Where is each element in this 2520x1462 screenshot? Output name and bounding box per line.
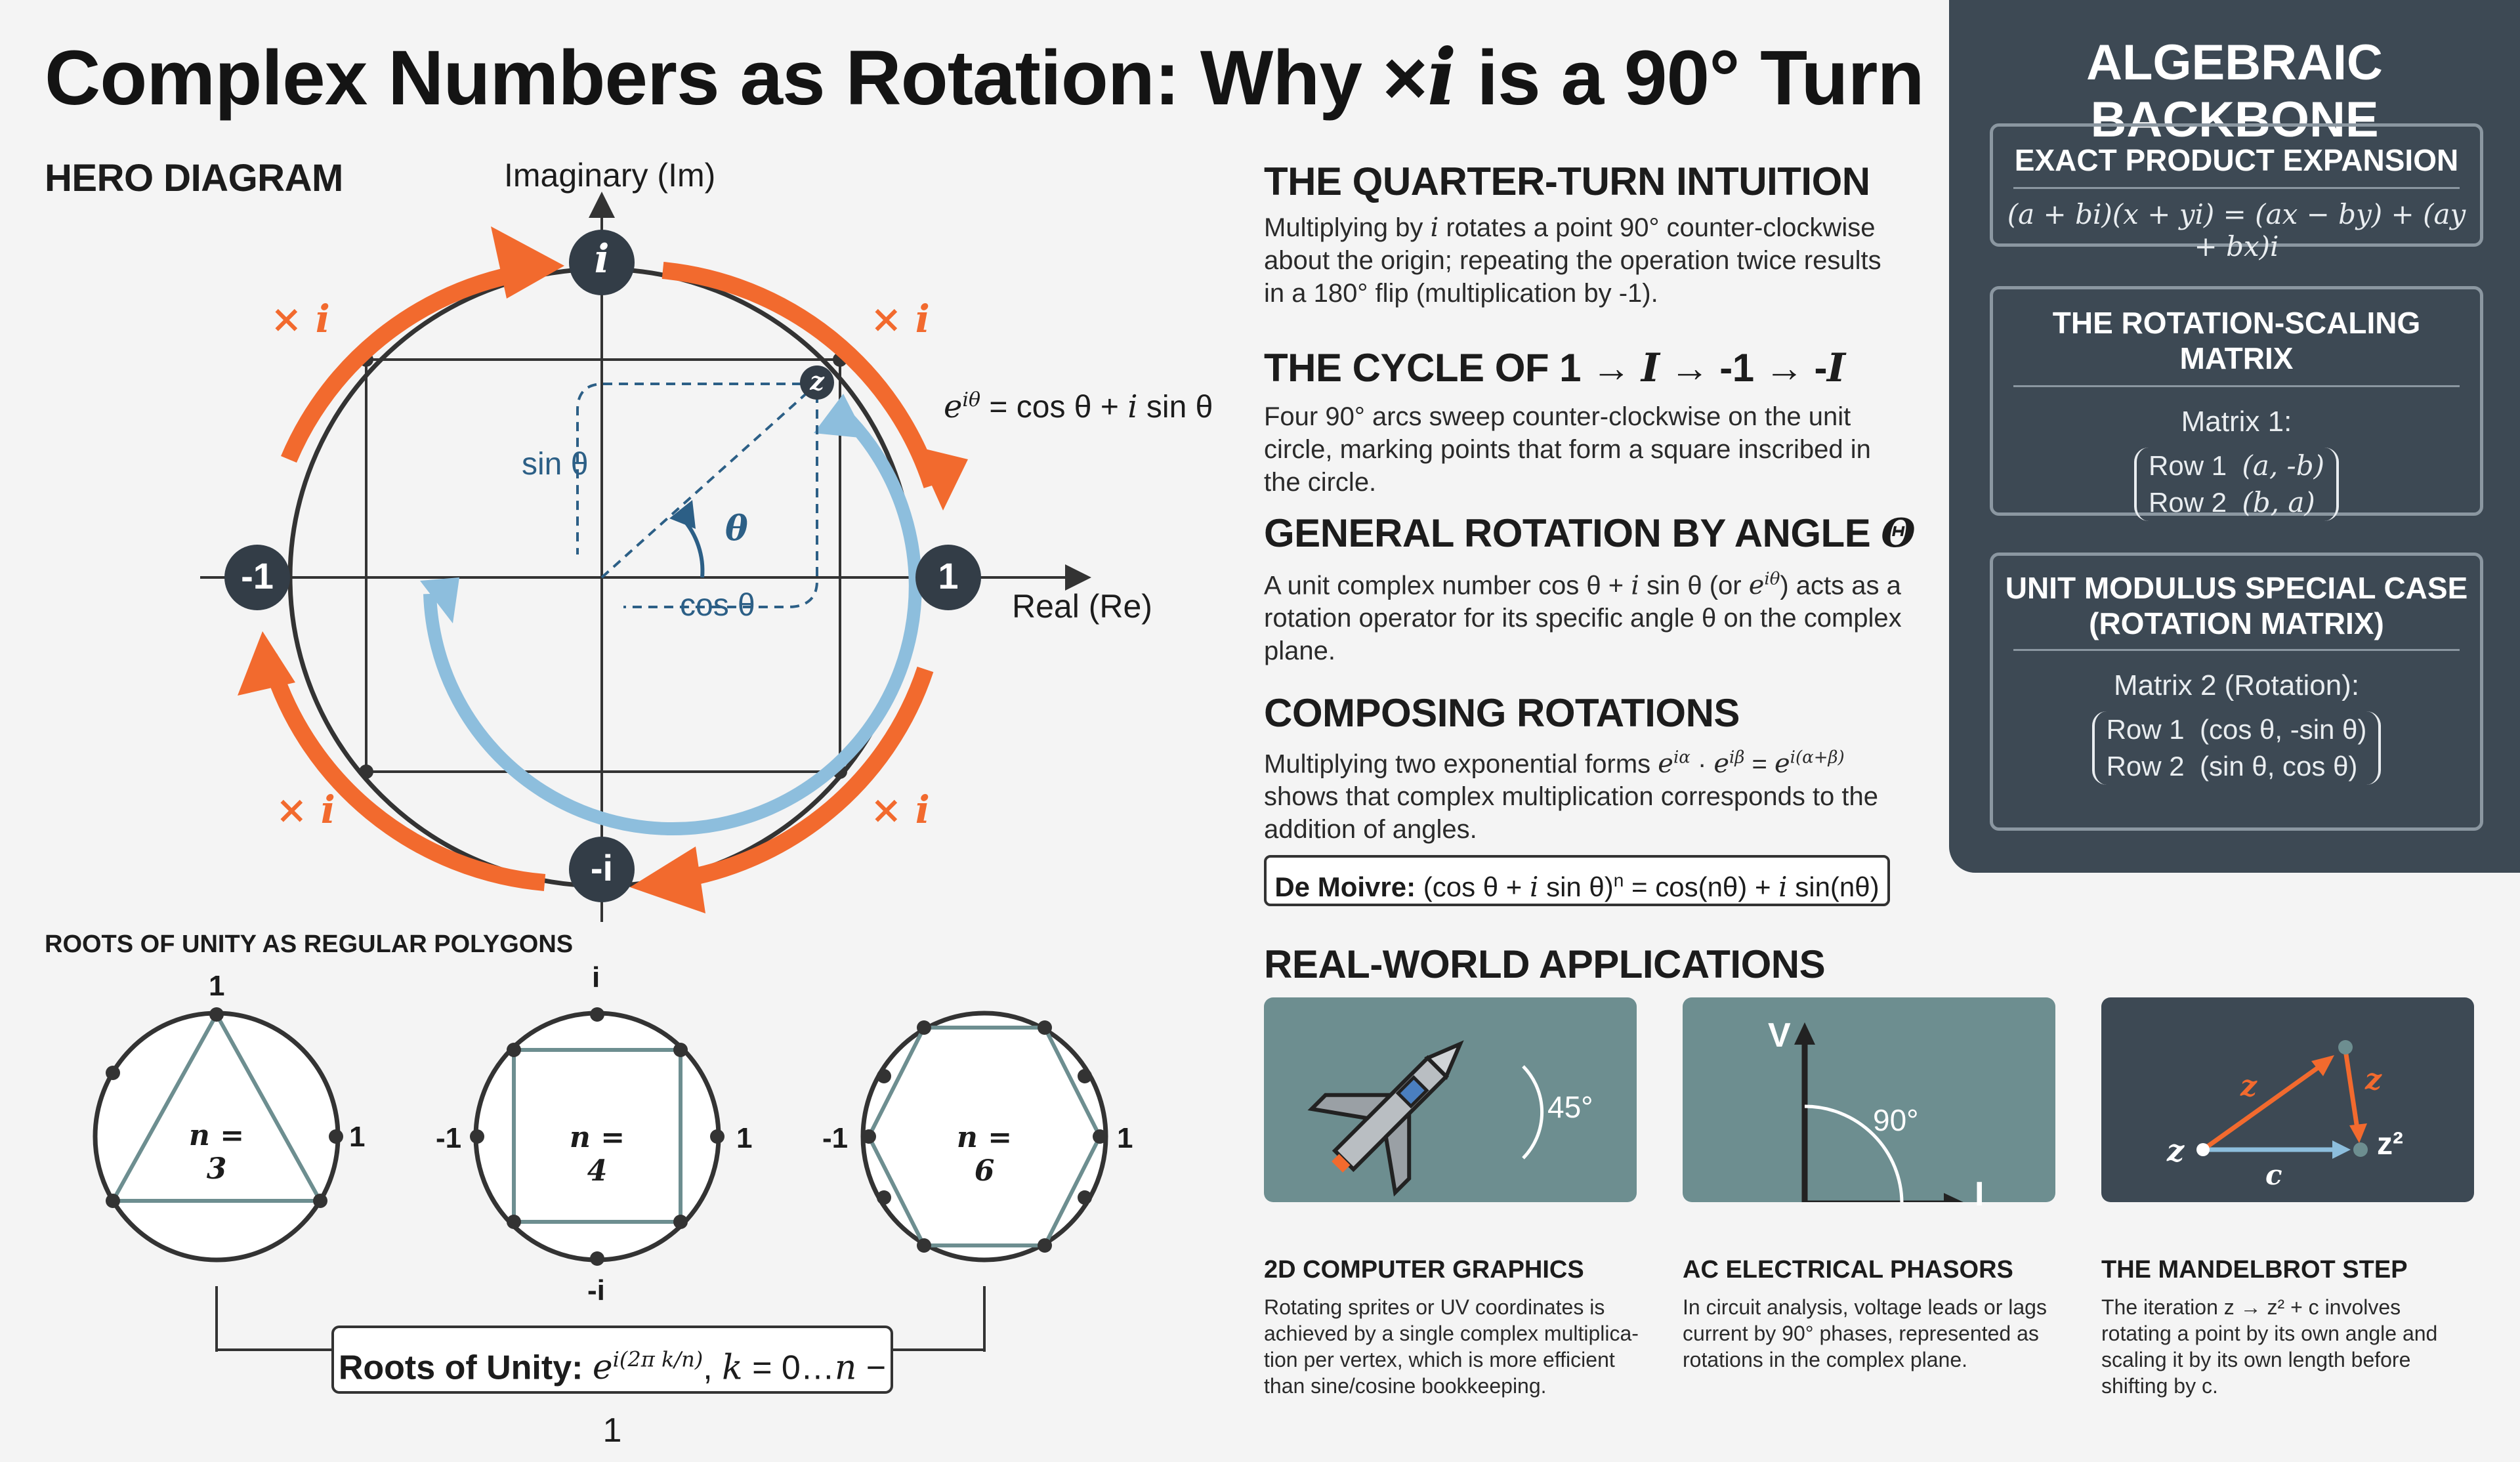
matrix2: Row 1 (cos θ, -sin θ) Row 2 (sin θ, cos … (1993, 711, 2480, 785)
n4-top-label: i (592, 961, 600, 993)
euler-formula: eiθ = cos θ + i sin θ (944, 388, 1213, 425)
product-expansion-formula: (a + bi)(x + yi) = (ax − by) + (ay + bx)… (2007, 198, 2466, 262)
node-neg1-label: -1 (241, 555, 274, 596)
roots-formula-box: Roots of Unity: ei(2π k/n), k = 0…n − 1 (331, 1326, 893, 1450)
algebraic-backbone-panel: ALGEBRAIC BACKBONE EXACT PRODUCT EXPANSI… (1949, 0, 2520, 873)
product-expansion-heading: EXACT PRODUCT EXPANSION (2014, 143, 2459, 177)
mandelbrot-z2-label: z² (2377, 1127, 2403, 1161)
sin-theta-label: sin θ (522, 447, 589, 482)
section-composing-body: Multiplying two exponential forms eiα · … (1264, 748, 1879, 845)
matrix1-caption: Matrix 1: (2181, 406, 2292, 438)
node-i (569, 230, 635, 295)
de-moivre-box: De Moivre: (cos θ + i sin θ)n = cos(nθ) … (1264, 855, 1890, 906)
rotation-scaling-heading: THE ROTATION-SCALING MATRIX (2052, 306, 2421, 375)
phasor-illustration (1794, 1022, 1966, 1214)
sidebar-title: ALGEBRAIC BACKBONE (2086, 35, 2383, 148)
roots-heading: ROOTS OF UNITY AS REGULAR POLYGONS (45, 930, 574, 958)
n4-left-label: -1 (436, 1122, 462, 1154)
section-cycle-heading: THE CYCLE OF 1 → i → -1 → -i (1264, 345, 1845, 391)
app-mandelbrot-text: The iteration z → z² + c involves rotati… (2101, 1295, 2438, 1398)
theta-label: θ (725, 509, 748, 549)
times-i-label-tl: × i (270, 297, 330, 341)
n6-label: n = 6 (956, 1121, 1013, 1188)
section-general-rotation-heading: GENERAL ROTATION BY ANGLE θ (1264, 511, 1916, 556)
sprite-angle-label: 45° (1547, 1090, 1593, 1124)
hero-heading: HERO DIAGRAM (45, 157, 343, 199)
section-composing-heading: COMPOSING ROTATIONS (1264, 691, 1740, 735)
phasor-v-label: V (1768, 1016, 1791, 1055)
node-negi-label: -i (590, 847, 614, 888)
phasor-angle-label: 90° (1873, 1103, 1919, 1137)
axis-im-label: Imaginary (Im) (504, 157, 716, 194)
page-title: Complex Numbers as Rotation: Why ×i is a… (45, 31, 1925, 123)
app-graphics-title: 2D COMPUTER GRAPHICS (1264, 1256, 1584, 1284)
mandelbrot-illustration (2196, 1040, 2368, 1159)
n4-bottom-label: -i (587, 1274, 605, 1306)
mandelbrot-c-label: c (2265, 1159, 2282, 1191)
n6-left-label: -1 (822, 1122, 849, 1154)
axis-re-label: Real (Re) (1012, 588, 1152, 625)
node-z-label: z (810, 366, 824, 396)
polygon-n3 (93, 1007, 343, 1263)
node-1-label: 1 (938, 555, 959, 596)
mandelbrot-z-label: z (2167, 1133, 2185, 1168)
node-negi (569, 837, 635, 902)
n6-right-label: 1 (1117, 1122, 1133, 1154)
polygon-n6 (860, 1011, 1108, 1263)
unit-modulus-heading: UNIT MODULUS SPECIAL CASE(ROTATION MATRI… (2005, 571, 2468, 640)
matrix1: Row 1 (a, -b) Row 2 (b, a) (1993, 448, 2480, 521)
rotation-sweep-arc (423, 408, 922, 836)
app-card-mandelbrot: z z z z² c (2101, 997, 2474, 1202)
n3-right-label: 1 (349, 1121, 366, 1153)
app-phasors-title: AC ELECTRICAL PHASORS (1683, 1256, 2013, 1284)
section-cycle-body: Four 90° arcs sweep counter-clockwise on… (1264, 402, 1871, 497)
roots-polygons (93, 1007, 1108, 1352)
sprite-illustration (1307, 1040, 1544, 1197)
app-card-graphics: 45° (1264, 997, 1637, 1202)
times-i-label-br: × i (870, 787, 930, 832)
section-quarter-turn-heading: THE QUARTER-TURN INTUITION (1264, 159, 1870, 203)
cos-theta-label: cos θ (680, 588, 755, 623)
app-graphics-text: Rotating sprites or UV coordinates is ac… (1264, 1295, 1639, 1398)
n4-label: n = 4 (569, 1121, 625, 1188)
node-1 (915, 545, 981, 610)
app-card-phasors: V I 90° (1683, 997, 2055, 1214)
times-i-label-tr: × i (870, 297, 930, 341)
n4-right-label: 1 (736, 1122, 753, 1154)
section-quarter-turn-body: Multiplying by i rotates a point 90° cou… (1264, 213, 1881, 308)
product-expansion-box: EXACT PRODUCT EXPANSION (a + bi)(x + yi)… (1990, 123, 2483, 262)
node-neg1 (224, 545, 290, 610)
inscribed-square (365, 358, 841, 773)
app-phasors-text: In circuit analysis, voltage leads or la… (1683, 1295, 2047, 1371)
times-i-label-bl: × i (276, 787, 335, 832)
matrix2-caption: Matrix 2 (Rotation): (2113, 669, 2360, 701)
section-general-rotation-body: A unit complex number cos θ + i sin θ (o… (1264, 570, 1902, 666)
n3-label: n = 3 (188, 1119, 245, 1186)
node-z (800, 366, 834, 400)
mandelbrot-z-arrow-label-2: z (2365, 1063, 2382, 1096)
app-mandelbrot-title: THE MANDELBROT STEP (2101, 1256, 2408, 1284)
unit-modulus-box: UNIT MODULUS SPECIAL CASE(ROTATION MATRI… (1990, 553, 2483, 831)
hero-diagram (200, 192, 1091, 922)
node-i-label: i (594, 236, 610, 282)
n3-top-label: 1 (209, 970, 225, 1002)
rotation-scaling-box: THE ROTATION-SCALING MATRIX Matrix 1: Ro… (1990, 286, 2483, 521)
polygon-n4 (470, 1007, 724, 1266)
mandelbrot-z-arrow-label: z (2240, 1070, 2257, 1103)
phasor-i-label: I (1975, 1175, 1984, 1213)
applications-heading: REAL-WORLD APPLICATIONS (1264, 942, 1826, 986)
times-i-arcs (261, 262, 940, 891)
